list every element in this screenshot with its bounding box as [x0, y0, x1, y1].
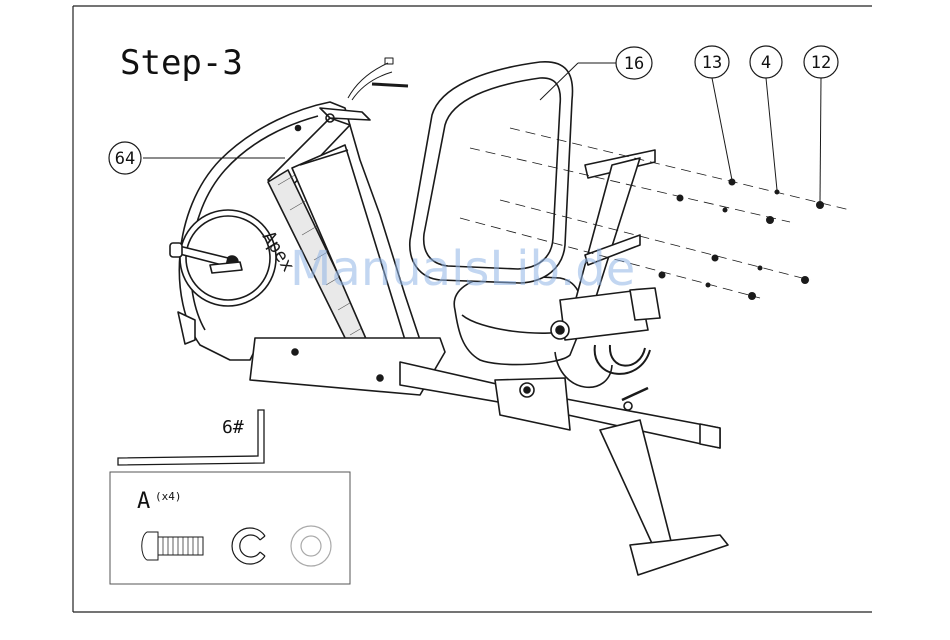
hex-key-label: 6#	[222, 417, 244, 438]
step-title: Step-3	[120, 43, 243, 83]
hardware-qty: (x4)	[155, 490, 182, 503]
rear-stabilizer	[600, 420, 672, 550]
hardware-bolts	[659, 179, 825, 301]
svg-text:64: 64	[115, 149, 135, 169]
hardware-box: A (x4)	[110, 472, 350, 584]
callout-16: 16	[616, 47, 652, 79]
svg-text:16: 16	[624, 54, 644, 74]
watermark: ManualsLib.de	[290, 241, 635, 297]
hex-key-tool: 6#	[118, 410, 264, 465]
hardware-letter: A	[137, 489, 150, 514]
svg-text:13: 13	[702, 53, 722, 73]
svg-text:12: 12	[811, 53, 831, 73]
callout-13: 13	[695, 46, 729, 78]
callout-64: 64	[109, 142, 141, 174]
callout-12: 12	[804, 46, 838, 78]
callout-4: 4	[750, 46, 782, 78]
svg-text:4: 4	[761, 53, 771, 73]
